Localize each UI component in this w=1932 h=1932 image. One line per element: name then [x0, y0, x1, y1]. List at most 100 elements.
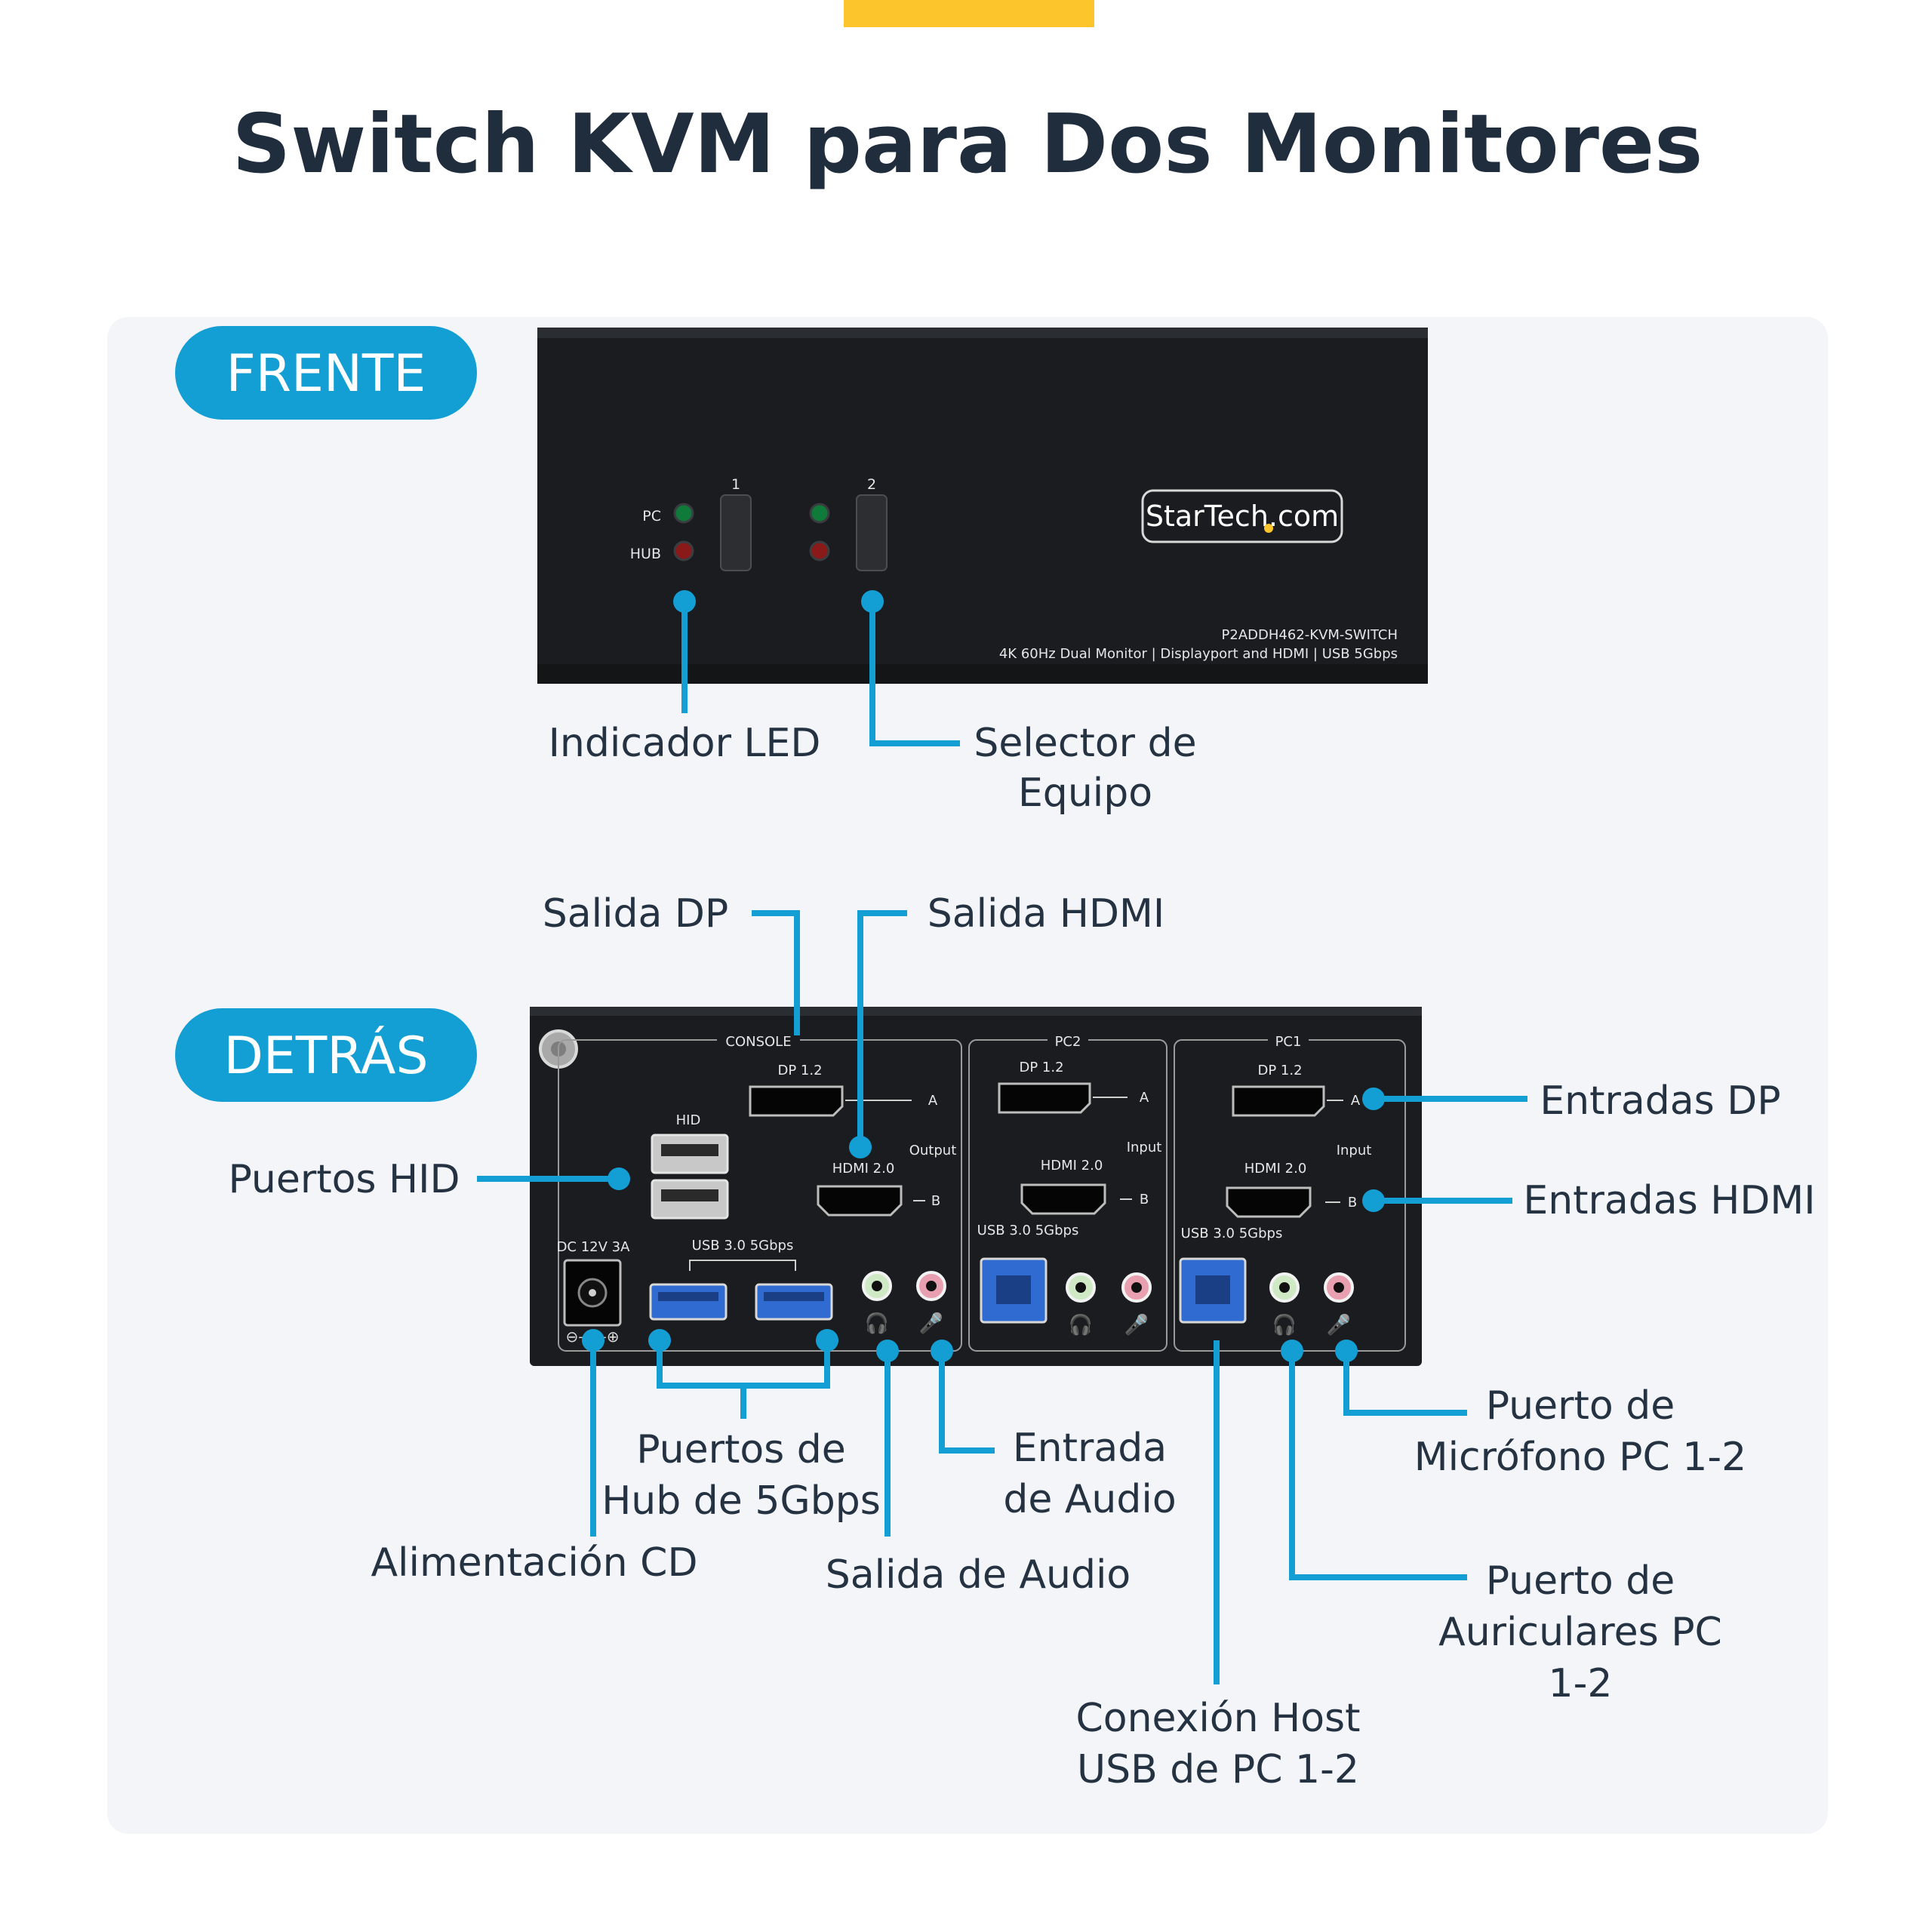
callout-host-1: Conexión Host: [1075, 1696, 1360, 1741]
console-hdmi-port: [817, 1185, 903, 1217]
dp-in-leader-dot: [1362, 1088, 1385, 1110]
callout-audio-in-1: Entrada: [1013, 1426, 1167, 1471]
pc1-dp-port: [1232, 1085, 1325, 1117]
pc2-hdmi-label: HDMI 2.0: [1041, 1158, 1103, 1174]
model-description: 4K 60Hz Dual Monitor | Displayport and H…: [999, 646, 1398, 662]
callout-selector-1: Selector de: [974, 721, 1196, 766]
console-port-b-label: B: [931, 1193, 940, 1209]
pc2-usb-label: USB 3.0 5Gbps: [977, 1223, 1079, 1238]
callout-headphone-3: 1-2: [1549, 1661, 1613, 1706]
pc2-mic-icon: 🎤: [1124, 1312, 1149, 1337]
pc2-group-label: PC2: [1055, 1034, 1081, 1050]
pc1-input-label: Input: [1337, 1143, 1372, 1158]
callout-hub-1: Puertos de: [636, 1427, 846, 1472]
hid-leader-dot: [608, 1168, 630, 1190]
console-hdmi-label: HDMI 2.0: [832, 1161, 895, 1177]
led-label-hub: HUB: [630, 546, 661, 562]
console-dp-label: DP 1.2: [777, 1063, 822, 1078]
power-leader-dot: [582, 1329, 605, 1352]
mic-leader-line: [1343, 1351, 1467, 1416]
pc1-dp-label: DP 1.2: [1257, 1063, 1302, 1078]
console-mic-icon: 🎤: [919, 1311, 943, 1335]
selector-button-2[interactable]: [856, 494, 888, 571]
console-port-a-label: A: [928, 1093, 938, 1109]
pc2-input-label: Input: [1127, 1140, 1162, 1155]
led-label-pc: PC: [642, 508, 661, 525]
dc-label: DC 12V 3A: [557, 1239, 631, 1255]
back-section-pill: [175, 1008, 477, 1102]
hdmi-out-leader-line: [857, 910, 907, 1147]
led-pc-1: [673, 503, 694, 524]
callout-dp-out: Salida DP: [543, 891, 729, 937]
pc2-dp-label: DP 1.2: [1019, 1060, 1063, 1075]
front-section-label: FRENTE: [226, 344, 426, 404]
callout-power: Alimentación CD: [371, 1540, 697, 1586]
dp-out-leader-line: [752, 910, 800, 1035]
pc1-hdmi-label: HDMI 2.0: [1244, 1161, 1307, 1177]
back-panel-device: CONSOLE PC2 PC1 DP 1.2 A Output HDMI 2.0…: [530, 1007, 1422, 1366]
mic-leader-dot: [1335, 1340, 1358, 1362]
pc2-headphone-icon: 🎧: [1069, 1313, 1093, 1337]
callout-audio-out: Salida de Audio: [826, 1552, 1131, 1598]
callout-dp-in: Entradas DP: [1540, 1078, 1780, 1124]
callout-headphone-2: Auriculares PC: [1438, 1610, 1722, 1655]
hid-label: HID: [676, 1112, 701, 1128]
pc1-port-b-label: B: [1348, 1195, 1357, 1211]
callout-host-2: USB de PC 1-2: [1077, 1747, 1359, 1792]
console-usb-label: USB 3.0 5Gbps: [692, 1238, 794, 1254]
callout-selector-2: Equipo: [1018, 771, 1152, 816]
hub-leader-dot-1: [648, 1329, 671, 1352]
front-panel-device: PC HUB 1 2 StarTech.com P2ADDH462-KVM-SW…: [537, 328, 1428, 684]
hdmi-out-leader-dot: [849, 1136, 872, 1158]
console-headphone-icon: 🎧: [865, 1312, 889, 1335]
pc1-hdmi-port: [1226, 1186, 1312, 1218]
selector-leader-dot: [861, 590, 884, 613]
hub-leader-dot-2: [816, 1329, 838, 1352]
back-section-label: DETRÁS: [223, 1026, 428, 1086]
console-output-label: Output: [909, 1143, 957, 1158]
led-hub-1: [673, 540, 694, 561]
hdmi-in-leader-dot: [1362, 1189, 1385, 1212]
top-accent-bar: [844, 0, 1094, 27]
callout-hub-2: Hub de 5Gbps: [601, 1478, 881, 1524]
callout-hdmi-out: Salida HDMI: [928, 891, 1165, 937]
console-dp-port: [749, 1085, 844, 1117]
pc2-port-a-label: A: [1140, 1090, 1149, 1106]
callout-mic-1: Puerto de: [1486, 1383, 1675, 1429]
callout-led: Indicador LED: [549, 721, 821, 766]
audio-in-leader-dot: [931, 1340, 953, 1362]
selector-button-1[interactable]: [720, 494, 752, 571]
callout-mic-2: Micrófono PC 1-2: [1414, 1435, 1747, 1480]
callout-hdmi-in: Entradas HDMI: [1523, 1178, 1815, 1223]
pc1-headphone-icon: 🎧: [1272, 1313, 1297, 1337]
button-2-label: 2: [867, 476, 876, 493]
callout-audio-in-2: de Audio: [1003, 1477, 1176, 1522]
console-group-label: CONSOLE: [725, 1034, 791, 1050]
led-pc-2: [809, 503, 830, 524]
headphone-leader-dot: [1281, 1340, 1303, 1362]
pc2-dp-port: [998, 1082, 1091, 1114]
pc2-hdmi-port: [1020, 1183, 1106, 1215]
model-number: P2ADDH462-KVM-SWITCH: [1222, 627, 1398, 643]
front-section-pill: [175, 326, 477, 420]
led-leader-dot: [673, 590, 696, 613]
headphone-leader-line: [1289, 1351, 1467, 1580]
audio-out-leader-dot: [876, 1340, 899, 1362]
button-1-label: 1: [731, 476, 740, 493]
audio-in-leader-line: [939, 1351, 995, 1454]
page-title: Switch KVM para Dos Monitores: [232, 97, 1703, 192]
brand-logo-dot-icon: [1264, 524, 1273, 533]
led-hub-2: [809, 540, 830, 561]
callout-headphone-1: Puerto de: [1486, 1558, 1675, 1604]
brand-logo: StarTech.com: [1146, 500, 1339, 533]
pc1-mic-icon: 🎤: [1327, 1312, 1351, 1337]
brand-logo-frame: [1141, 489, 1343, 543]
hub-usb-port-2: [755, 1283, 833, 1321]
pc1-port-a-label: A: [1351, 1093, 1361, 1109]
pc2-port-b-label: B: [1140, 1192, 1149, 1208]
pc1-usb-label: USB 3.0 5Gbps: [1181, 1226, 1283, 1241]
pc1-group-label: PC1: [1275, 1034, 1302, 1050]
callout-hid: Puertos HID: [228, 1157, 460, 1202]
hub-usb-port-1: [649, 1283, 728, 1321]
